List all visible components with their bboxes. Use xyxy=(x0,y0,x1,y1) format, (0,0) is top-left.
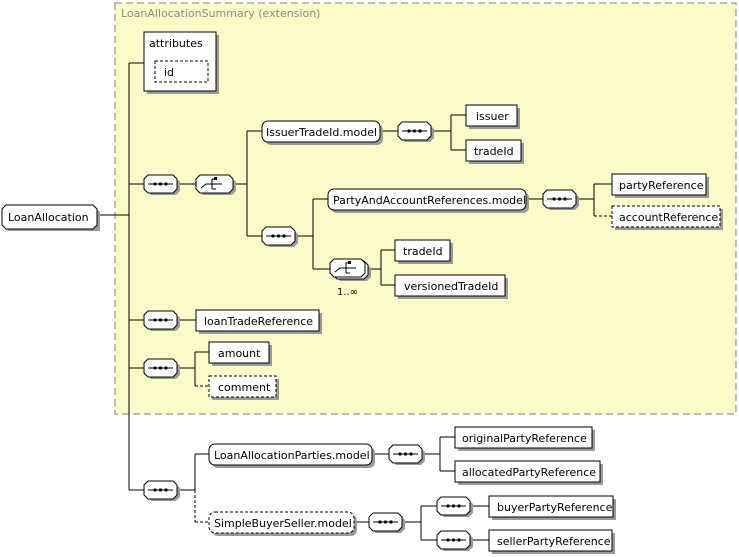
buyer-seller-model-label: SimpleBuyerSeller.model xyxy=(214,517,352,530)
account-reference-label: accountReference xyxy=(619,211,718,224)
element-seller-party-reference[interactable]: sellerPartyReference xyxy=(488,529,615,554)
sequence-compositor[interactable] xyxy=(143,310,180,331)
element-comment[interactable]: comment xyxy=(208,375,279,400)
sequence-compositor[interactable] xyxy=(261,226,298,247)
loan-trade-reference-label: loanTradeReference xyxy=(204,315,313,328)
sequence-compositor[interactable] xyxy=(143,358,180,379)
element-original-party-reference[interactable]: originalPartyReference xyxy=(454,426,595,451)
tradeid-2-label: tradeId xyxy=(403,245,443,258)
element-party-reference[interactable]: partyReference xyxy=(611,173,709,198)
buyer-party-reference-label: buyerPartyReference xyxy=(497,501,613,514)
choice-compositor[interactable] xyxy=(195,174,236,195)
sequence-compositor[interactable] xyxy=(143,480,180,501)
attribute-id-label: id xyxy=(164,66,174,79)
simple-buyer-seller-model[interactable]: SimpleBuyerSeller.model xyxy=(208,511,357,536)
issuer-tradeid-model[interactable]: IssuerTradeId.model xyxy=(261,120,383,145)
element-tradeid-2[interactable]: tradeId xyxy=(394,239,453,264)
sequence-compositor[interactable] xyxy=(388,444,425,465)
root-element[interactable]: LoanAllocation xyxy=(1,204,100,231)
choice-compositor-multi[interactable]: 1..∞ xyxy=(329,258,371,298)
sequence-compositor[interactable] xyxy=(368,512,405,533)
choice-cardinality: 1..∞ xyxy=(337,287,358,298)
element-tradeid[interactable]: tradeId xyxy=(465,139,524,164)
sequence-compositor[interactable] xyxy=(436,530,473,551)
tradeid-label: tradeId xyxy=(474,145,514,158)
root-label: LoanAllocation xyxy=(8,211,89,224)
loan-allocation-parties-model[interactable]: LoanAllocationParties.model xyxy=(208,443,375,468)
element-buyer-party-reference[interactable]: buyerPartyReference xyxy=(488,495,616,520)
extension-title: LoanAllocationSummary (extension) xyxy=(121,7,320,20)
sequence-compositor[interactable] xyxy=(397,121,434,142)
party-reference-label: partyReference xyxy=(619,179,704,192)
sequence-compositor[interactable] xyxy=(542,189,579,210)
attributes-box[interactable]: attributes id xyxy=(143,31,219,94)
element-loan-trade-reference[interactable]: loanTradeReference xyxy=(195,309,322,334)
issuer-model-label: IssuerTradeId.model xyxy=(266,126,377,139)
versioned-tradeid-label: versionedTradeId xyxy=(404,280,498,293)
sequence-compositor[interactable] xyxy=(143,174,180,195)
party-account-references-model[interactable]: PartyAndAccountReferences.model xyxy=(327,188,529,213)
issuer-label: issuer xyxy=(476,110,509,123)
party-model-label: PartyAndAccountReferences.model xyxy=(333,194,526,207)
sequence-compositor[interactable] xyxy=(436,496,473,517)
amount-label: amount xyxy=(218,347,261,360)
seller-party-reference-label: sellerPartyReference xyxy=(497,535,611,548)
allocated-party-reference-label: allocatedPartyReference xyxy=(462,466,596,479)
element-allocated-party-reference[interactable]: allocatedPartyReference xyxy=(454,460,603,485)
attributes-label: attributes xyxy=(149,37,203,50)
element-versioned-tradeid[interactable]: versionedTradeId xyxy=(394,274,508,299)
element-account-reference[interactable]: accountReference xyxy=(611,205,723,230)
element-issuer[interactable]: issuer xyxy=(465,104,520,129)
element-amount[interactable]: amount xyxy=(208,341,272,366)
parties-model-label: LoanAllocationParties.model xyxy=(214,449,370,462)
original-party-reference-label: originalPartyReference xyxy=(462,432,587,445)
attribute-id[interactable] xyxy=(154,60,209,83)
comment-label: comment xyxy=(218,381,271,394)
